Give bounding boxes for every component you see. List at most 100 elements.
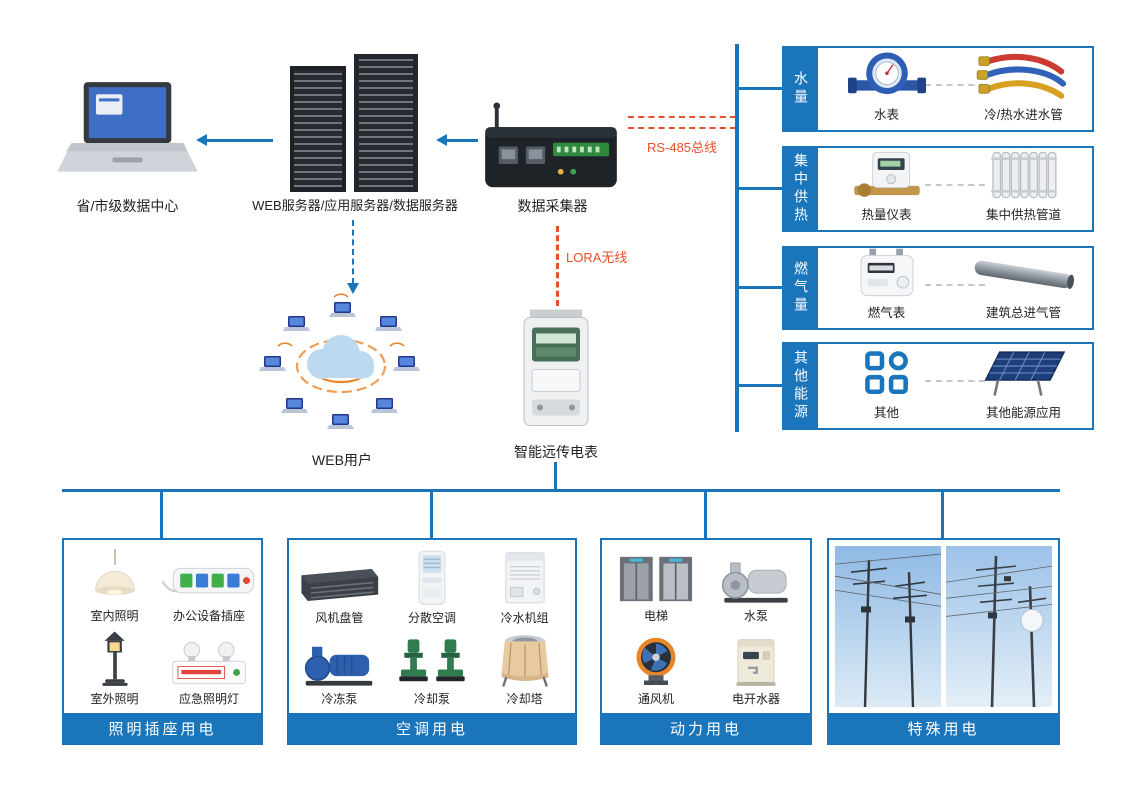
- server-rack-icon: [280, 50, 428, 198]
- panel-tab-other: 其他能源: [784, 344, 818, 428]
- item-emergency-light: 应急照明灯: [161, 628, 257, 712]
- box-lighting-sockets: 室内照明 办公设备插座: [62, 538, 263, 745]
- connector-server-to-datacenter: [205, 139, 273, 142]
- stub-other: [739, 384, 782, 387]
- stub-heat: [739, 187, 782, 190]
- other-squares-icon: [862, 348, 912, 399]
- box-special: 特殊用电: [827, 538, 1060, 745]
- item-other: 其他: [818, 344, 955, 428]
- dashed-link: [924, 380, 986, 382]
- item-label: 水表: [873, 108, 899, 122]
- power-lines-photo-right: [946, 546, 1052, 707]
- panel-section-gas: 燃气量 燃气表: [782, 246, 1094, 330]
- item-office-sockets: 办公设备插座: [161, 546, 257, 628]
- item-label: 其他: [873, 406, 899, 420]
- solar-panel-icon: [974, 347, 1074, 399]
- item-solar: 其他能源应用: [955, 344, 1092, 428]
- power-strip-icon: [161, 567, 254, 593]
- box-title-lighting: 照明插座用电: [64, 713, 261, 743]
- box-power: 电梯 水泵: [600, 538, 812, 745]
- dashed-link: [924, 84, 986, 86]
- rs485-bus-line-bottom: [628, 127, 736, 129]
- datacenter-label: 省/市级数据中心: [76, 198, 179, 214]
- water-boiler-icon: [736, 639, 776, 686]
- gas-pipe-icon: [971, 251, 1077, 299]
- panel-tab-gas: 燃气量: [784, 248, 818, 328]
- arrowhead-to-webusers: [347, 283, 359, 294]
- item-label: 热量仪表: [861, 208, 912, 222]
- item-radiator: 集中供热管道: [955, 148, 1092, 230]
- panel-section-other: 其他能源 其他: [782, 342, 1094, 430]
- item-fan-coil: 风机盘管: [293, 546, 386, 630]
- collector-label: 数据采集器: [517, 198, 588, 214]
- garden-lamp-icon: [101, 631, 128, 686]
- water-meter-icon: [843, 49, 931, 101]
- fan-coil-icon: [301, 568, 379, 601]
- item-gas-meter: 燃气表: [818, 248, 955, 328]
- panel-section-heating: 集中供热 热量仪表: [782, 146, 1094, 232]
- item-chiller: 冷水机组: [478, 546, 571, 630]
- drop-to-hvac: [430, 491, 433, 538]
- box-title-special: 特殊用电: [829, 713, 1058, 743]
- stub-water: [739, 87, 782, 90]
- item-gas-pipe: 建筑总进气管: [955, 248, 1092, 328]
- item-outdoor-lighting: 室外照明: [68, 628, 161, 712]
- lora-link-line: [556, 226, 559, 306]
- drop-to-special: [941, 491, 944, 538]
- item-label: 冷/热水进水管: [984, 108, 1063, 122]
- data-collector-icon: [482, 102, 620, 194]
- servers-label: WEB服务器/应用服务器/数据服务器: [252, 198, 458, 213]
- stub-gas: [739, 286, 782, 289]
- item-split-ac: 分散空调: [386, 546, 479, 630]
- water-hoses-icon: [971, 49, 1077, 101]
- item-chilled-pump: 冷冻泵: [293, 630, 386, 712]
- rs485-bus-line-top: [628, 116, 736, 118]
- connector-collector-to-server: [445, 139, 478, 142]
- rs485-label: RS-485总线: [646, 140, 718, 155]
- dashed-link: [924, 184, 986, 186]
- riser-meter-to-bus: [554, 462, 557, 490]
- chiller-icon: [505, 551, 545, 603]
- item-label: 集中供热管道: [985, 208, 1061, 222]
- water-pump-icon: [721, 562, 788, 603]
- item-label: 燃气表: [867, 306, 906, 320]
- item-cooling-tower: 冷却塔: [478, 630, 571, 712]
- panel-tab-heating: 集中供热: [784, 148, 818, 230]
- drop-to-lighting: [160, 491, 163, 538]
- web-users-cloud-icon: [252, 292, 430, 442]
- gas-meter-icon: [843, 247, 931, 299]
- connector-server-to-webusers: [352, 220, 354, 284]
- datacenter-laptop-icon: [52, 78, 202, 190]
- box-title-hvac: 空调用电: [289, 713, 575, 743]
- right-panel-trunk-line: [735, 44, 739, 432]
- panel-section-water: 水量 水表: [782, 46, 1094, 132]
- item-label: 其他能源应用: [985, 406, 1061, 420]
- dashed-link: [924, 284, 986, 286]
- item-heat-meter: 热量仪表: [818, 148, 955, 230]
- item-elevator: 电梯: [606, 546, 706, 628]
- drop-to-power: [704, 491, 707, 538]
- item-water-pump: 水泵: [706, 546, 806, 628]
- distribution-bus-line: [62, 489, 1060, 492]
- smart-meter-label: 智能远传电表: [514, 444, 598, 460]
- item-water-meter: 水表: [818, 48, 955, 130]
- item-indoor-lighting: 室内照明: [68, 546, 161, 628]
- heat-meter-icon: [843, 149, 931, 201]
- lora-label: LORA无线: [566, 250, 628, 265]
- cooling-tower-icon: [501, 635, 548, 687]
- smart-meter-icon: [516, 306, 596, 434]
- box-title-power: 动力用电: [602, 713, 810, 743]
- item-water-hoses: 冷/热水进水管: [955, 48, 1092, 130]
- emergency-light-icon: [172, 641, 246, 685]
- radiator-icon: [984, 149, 1064, 201]
- cooling-pump-icon: [399, 639, 465, 682]
- arrowhead-to-datacenter: [196, 134, 207, 146]
- chilled-pump-icon: [305, 646, 373, 686]
- box-hvac: 风机盘管 分散空调: [287, 538, 577, 745]
- ventilation-fan-icon: [636, 637, 676, 685]
- portable-ac-icon: [418, 550, 446, 605]
- power-lines-photo-left: [835, 546, 941, 707]
- panel-tab-water: 水量: [784, 48, 818, 130]
- item-cooling-pump: 冷却泵: [386, 630, 479, 712]
